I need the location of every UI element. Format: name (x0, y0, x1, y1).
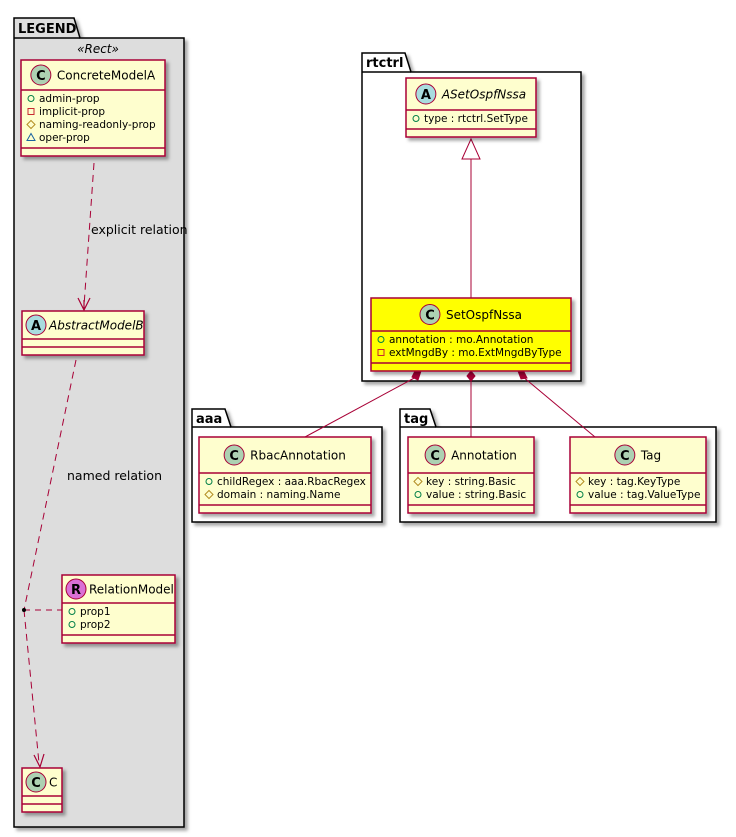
class-name: ASetOspfNssa (441, 88, 526, 102)
class-box (370, 297, 572, 372)
class-attribute: key : tag.KeyType (588, 476, 680, 488)
class-kind-letter: C (36, 69, 46, 84)
composition-rbac-line (304, 375, 419, 438)
class-name: Annotation (451, 449, 517, 463)
class-abstract-model-b[interactable]: AbstractModelB A (21, 310, 145, 356)
visibility-package-icon (26, 132, 36, 141)
class-kind-A-icon (25, 314, 47, 336)
class-attribute: prop1 (80, 606, 111, 618)
class-attribute: annotation : mo.Annotation (389, 334, 533, 346)
class-kind-C-icon (30, 64, 52, 86)
class-kind-letter: C (620, 449, 630, 464)
named-relation-line-upper (23, 359, 77, 611)
composition-annotation-diamond (466, 370, 476, 382)
class-attribute: value : string.Basic (426, 489, 526, 501)
class-name: Tag (640, 449, 661, 463)
class-attribute: naming-readonly-prop (39, 119, 156, 131)
visibility-protected-icon (575, 476, 585, 487)
visibility-public-icon (377, 336, 385, 343)
class-attribute: key : string.Basic (426, 476, 516, 488)
visibility-public-icon (27, 95, 35, 102)
class-kind-letter: A (421, 88, 431, 103)
visibility-public-icon (576, 491, 584, 498)
class-kind-C-icon (223, 444, 245, 466)
classes: ConcreteModelACadmin-propimplicit-propna… (20, 59, 707, 813)
rtctrl-title: rtctrl (366, 56, 403, 71)
class-name: C (49, 776, 57, 790)
named-relation-arrowhead (33, 753, 45, 769)
visibility-public-icon (412, 115, 420, 122)
class-box (569, 436, 707, 514)
class-kind-letter: C (229, 449, 239, 464)
legend-title: LEGEND (18, 22, 77, 37)
class-name: ConcreteModelA (57, 69, 156, 83)
association-point (22, 608, 26, 612)
class-kind-letter: R (71, 583, 81, 598)
explicit-relation-arrowhead (77, 297, 91, 312)
class-kind-letter: C (430, 449, 440, 464)
class-attribute: value : tag.ValueType (588, 489, 700, 501)
inheritance-triangle (461, 137, 481, 160)
composition-tag-line (521, 375, 596, 438)
visibility-private-icon (377, 349, 385, 356)
class-kind-A-icon (415, 83, 437, 105)
aaa-title: aaa (196, 412, 222, 427)
visibility-protected-icon (26, 119, 36, 130)
relations: explicit relation named relation (22, 137, 596, 769)
class-attribute: extMngdBy : mo.ExtMngdByType (389, 347, 562, 359)
class-attribute: type : rtctrl.SetType (424, 113, 528, 125)
legend-stereotype: «Rect» (77, 42, 119, 56)
class-attribute: implicit-prop (39, 106, 105, 118)
explicit-relation-label: explicit relation (91, 222, 188, 237)
named-relation-label: named relation (67, 468, 162, 483)
class-kind-C-icon (424, 444, 446, 466)
class-attribute: prop2 (80, 619, 111, 631)
class-name: RbacAnnotation (250, 449, 346, 463)
class-kind-C-icon (614, 444, 636, 466)
class-kind-C-icon (419, 304, 441, 325)
class-kind-C-icon (25, 771, 47, 793)
visibility-protected-icon (204, 489, 214, 500)
class-concrete-model-a[interactable]: ConcreteModelA Cadmin-propimplicit-propna… (20, 59, 166, 157)
class-kind-R-icon (65, 578, 87, 600)
class-box (198, 436, 372, 514)
visibility-public-icon (205, 478, 213, 485)
named-relation-line-lower (23, 609, 40, 764)
class-attribute: childRegex : aaa.RbacRegex (217, 476, 366, 488)
class-name: SetOspfNssa (446, 308, 522, 322)
class-attribute: domain : naming.Name (217, 489, 340, 501)
class-c[interactable]: CC (21, 767, 63, 813)
class-name: AbstractModelB (48, 319, 144, 333)
visibility-public-icon (68, 621, 76, 628)
class-kind-letter: C (425, 309, 435, 324)
visibility-public-icon (68, 608, 76, 615)
class-kind-letter: A (31, 319, 41, 334)
class-kind-letter: C (31, 776, 41, 791)
visibility-protected-icon (413, 476, 423, 487)
class-attribute: admin-prop (39, 93, 100, 105)
tag-title: tag (404, 412, 428, 427)
class-attribute: oper-prop (39, 132, 90, 144)
class-name: RelationModel (89, 583, 174, 597)
visibility-private-icon (27, 108, 35, 115)
visibility-public-icon (414, 491, 422, 498)
